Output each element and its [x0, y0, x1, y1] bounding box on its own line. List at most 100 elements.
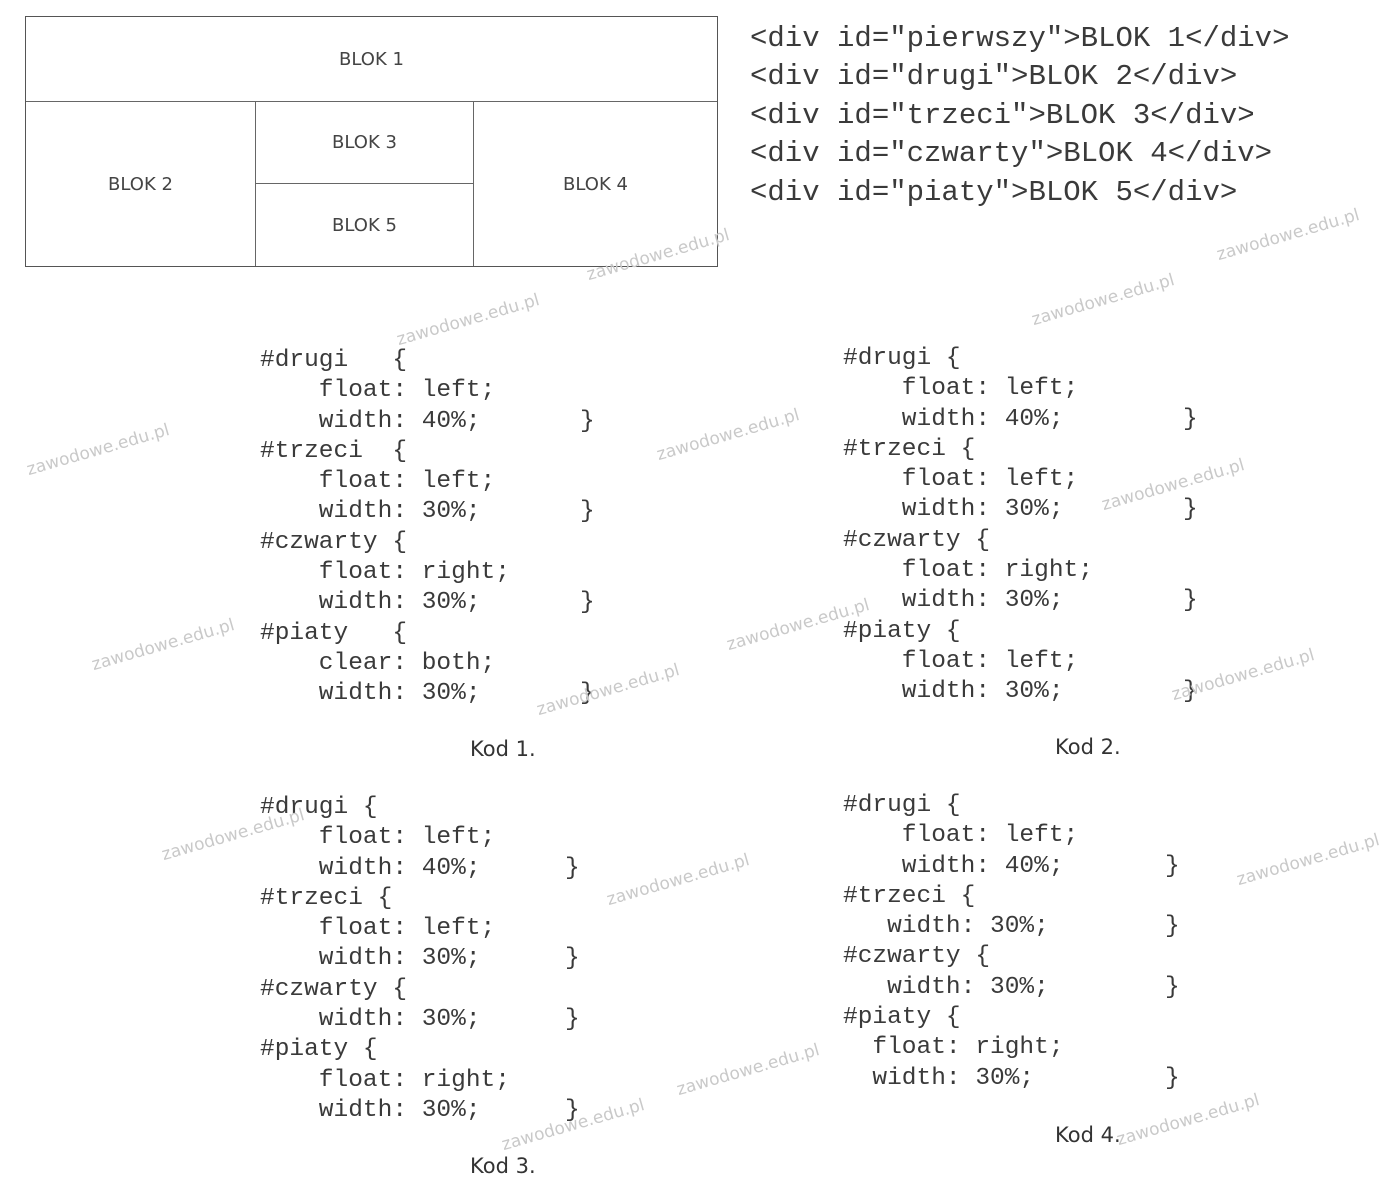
- code-line: float: left;: [843, 375, 1079, 403]
- code-line-wrap: width: 30%;}: [843, 677, 1198, 707]
- code-line: #trzeci {: [260, 884, 393, 912]
- html-line: <div id="czwarty">BLOK 4</div>: [750, 137, 1273, 171]
- watermark: zawodowe.edu.pl: [1029, 270, 1177, 330]
- code-line: #trzeci {: [260, 437, 408, 465]
- code-line: float: right;: [843, 1034, 1064, 1062]
- code-line: float: right;: [843, 557, 1093, 585]
- watermark: zawodowe.edu.pl: [394, 290, 542, 350]
- blok-1-label: BLOK 1: [339, 48, 404, 70]
- code-line: #drugi {: [843, 345, 961, 372]
- blok-4-label: BLOK 4: [563, 173, 628, 195]
- code-line: width: 30%;: [843, 1064, 1035, 1092]
- code-line: #piaty {: [260, 619, 408, 647]
- code-line: float: left;: [843, 647, 1079, 675]
- closing-brace: }: [565, 945, 580, 973]
- layout-diagram: BLOK 1 BLOK 2 BLOK 3 BLOK 5 BLOK 4: [25, 16, 718, 267]
- blok-2-label: BLOK 2: [108, 173, 173, 195]
- code-line: float: right;: [260, 1066, 510, 1094]
- code-line: #czwarty {: [260, 528, 408, 556]
- closing-brace: }: [1183, 587, 1198, 615]
- code-line-wrap: width: 30%;}: [843, 912, 1180, 942]
- code-line-wrap: width: 30%;}: [260, 1005, 580, 1035]
- code-line: #drugi {: [260, 347, 408, 374]
- code-line: #czwarty {: [260, 975, 408, 1003]
- kod-4-block: #drugi { float: left; width: 40%;} #trze…: [843, 791, 1180, 1094]
- closing-brace: }: [1183, 678, 1198, 706]
- code-line-wrap: width: 30%;}: [843, 586, 1198, 616]
- code-line: #trzeci {: [843, 882, 976, 910]
- code-line-wrap: width: 30%;}: [260, 588, 595, 618]
- blok-5-label: BLOK 5: [332, 214, 397, 236]
- watermark: zawodowe.edu.pl: [1234, 830, 1382, 890]
- code-line: width: 30%;: [260, 1096, 481, 1124]
- code-line-wrap: width: 30%;}: [843, 1064, 1179, 1094]
- blok-1: BLOK 1: [26, 17, 717, 102]
- code-line: width: 40%;: [843, 405, 1064, 433]
- closing-brace: }: [580, 498, 595, 526]
- code-line: #trzeci {: [843, 435, 976, 463]
- code-line: width: 40%;: [260, 854, 481, 882]
- watermark: zawodowe.edu.pl: [1114, 1090, 1262, 1150]
- watermark: zawodowe.edu.pl: [534, 660, 682, 720]
- code-line: width: 30%;: [843, 587, 1064, 615]
- closing-brace: }: [1165, 913, 1180, 941]
- kod-1-block: #drugi { float: left; width: 40%;} #trze…: [260, 346, 595, 710]
- blok-5: BLOK 5: [256, 184, 473, 266]
- html-line: <div id="pierwszy">BLOK 1</div>: [750, 22, 1290, 55]
- code-line: width: 30%;: [260, 1006, 481, 1034]
- code-line-wrap: width: 40%;}: [843, 405, 1198, 435]
- watermark: zawodowe.edu.pl: [654, 405, 802, 465]
- code-line-wrap: width: 30%;}: [843, 973, 1180, 1003]
- code-line: width: 40%;: [843, 852, 1064, 880]
- watermark: zawodowe.edu.pl: [1214, 205, 1362, 265]
- code-line: width: 30%;: [260, 589, 481, 617]
- closing-brace: }: [565, 1096, 580, 1124]
- kod-3-block: #drugi { float: left; width: 40%;} #trze…: [260, 793, 580, 1126]
- closing-brace: }: [1183, 496, 1198, 524]
- code-line: #czwarty {: [843, 943, 991, 971]
- watermark: zawodowe.edu.pl: [24, 420, 172, 480]
- blok-2: BLOK 2: [26, 102, 256, 266]
- code-line: #drugi {: [843, 792, 961, 819]
- code-line: width: 30%;: [843, 678, 1064, 706]
- code-line: #drugi {: [260, 794, 378, 821]
- code-line-wrap: width: 30%;}: [260, 944, 580, 974]
- code-line: #piaty {: [843, 617, 961, 645]
- code-line-wrap: width: 40%;}: [260, 854, 580, 884]
- blok-3: BLOK 3: [256, 102, 473, 184]
- code-line-wrap: width: 30%;}: [260, 679, 595, 709]
- blok-4: BLOK 4: [473, 102, 717, 266]
- code-line: float: left;: [843, 822, 1079, 850]
- code-line: float: left;: [260, 377, 496, 405]
- code-line: float: left;: [260, 824, 496, 852]
- code-line: width: 30%;: [260, 680, 481, 708]
- closing-brace: }: [1183, 405, 1198, 433]
- kod-2-caption: Kod 2.: [1055, 735, 1121, 759]
- code-line: #piaty {: [843, 1004, 961, 1032]
- code-line: float: left;: [260, 915, 496, 943]
- html-line: <div id="trzeci">BLOK 3</div>: [750, 98, 1255, 132]
- kod-1-caption: Kod 1.: [470, 737, 536, 761]
- html-code-listing: <div id="pierwszy">BLOK 1</div> <div id=…: [750, 20, 1290, 212]
- closing-brace: }: [1165, 852, 1180, 880]
- code-line-wrap: width: 30%;}: [843, 495, 1198, 525]
- code-line: width: 30%;: [843, 913, 1049, 941]
- code-line: float: left;: [260, 468, 496, 496]
- code-line-wrap: width: 40%;}: [843, 852, 1180, 882]
- code-line: width: 30%;: [843, 496, 1064, 524]
- code-line: clear: both;: [260, 649, 496, 677]
- closing-brace: }: [565, 854, 580, 882]
- watermark: zawodowe.edu.pl: [1169, 645, 1317, 705]
- kod-4-caption: Kod 4.: [1055, 1123, 1121, 1147]
- code-line: float: right;: [260, 559, 510, 587]
- code-line: float: left;: [843, 466, 1079, 494]
- closing-brace: }: [565, 1006, 580, 1034]
- code-line: width: 40%;: [260, 407, 481, 435]
- watermark: zawodowe.edu.pl: [674, 1040, 822, 1100]
- closing-brace: }: [1165, 973, 1180, 1001]
- watermark: zawodowe.edu.pl: [89, 615, 237, 675]
- code-line-wrap: width: 30%;}: [260, 1096, 580, 1126]
- closing-brace: }: [580, 589, 595, 617]
- kod-3-caption: Kod 3.: [470, 1154, 536, 1178]
- code-line: width: 30%;: [260, 498, 481, 526]
